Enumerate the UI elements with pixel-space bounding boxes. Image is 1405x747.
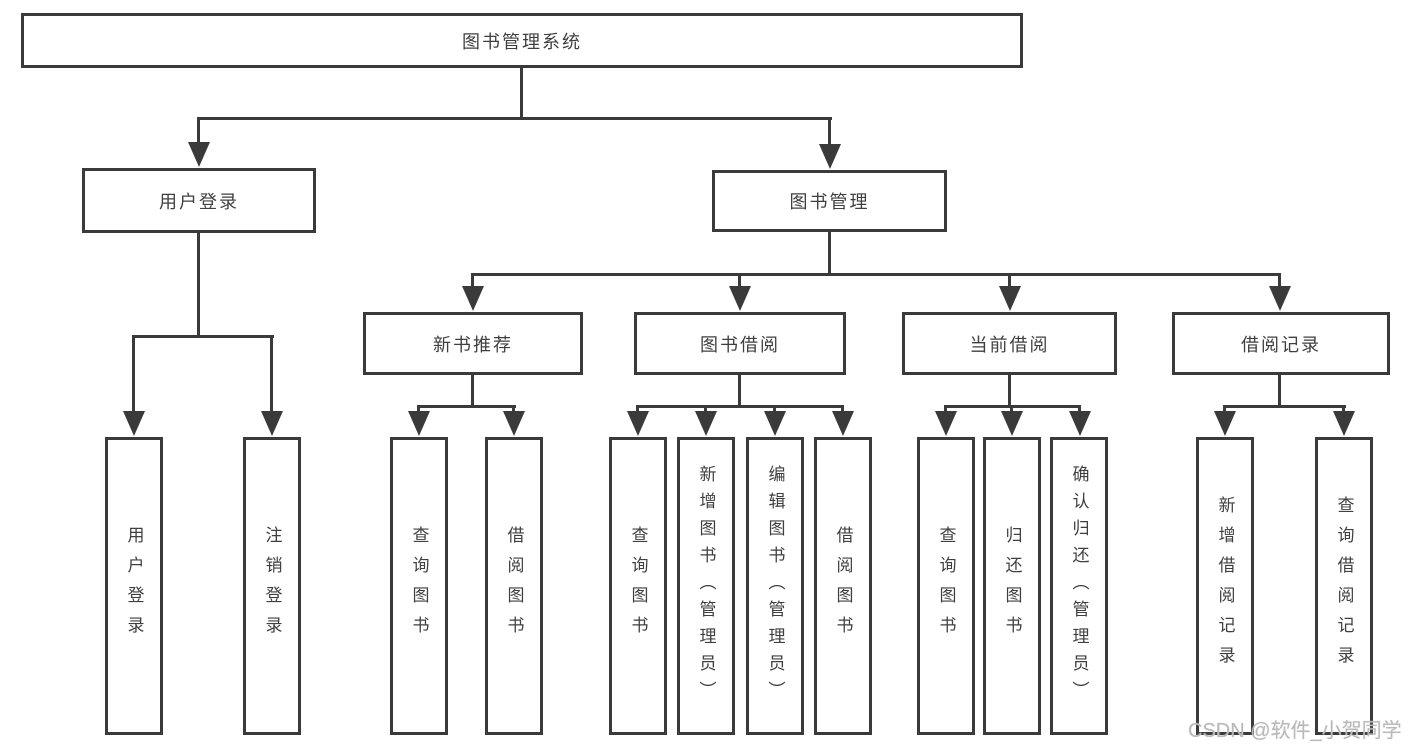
connector-line	[828, 117, 831, 147]
node-book-borrow: 图书借阅	[634, 312, 846, 375]
leaf-add-borrow-record: 新增借阅记录	[1196, 437, 1254, 735]
node-label: 图书管理	[789, 192, 870, 212]
node-user-login: 用户登录	[82, 168, 316, 233]
connector-line	[1278, 375, 1281, 408]
leaf-query-book-2: 查询图书	[609, 437, 667, 735]
node-new-book-recommend: 新书推荐	[363, 312, 583, 375]
arrowhead-icon	[764, 411, 786, 436]
node-label: 新增图书（管理员）	[696, 464, 716, 708]
connector-line	[636, 405, 844, 408]
node-label: 新增借阅记录	[1215, 496, 1235, 676]
node-label: 图书管理系统	[462, 31, 582, 52]
node-label: 用户登录	[159, 191, 239, 212]
connector-line	[417, 405, 516, 408]
node-label: 编辑图书（管理员）	[765, 464, 785, 708]
leaf-query-book-3: 查询图书	[917, 437, 975, 735]
connector-line	[471, 375, 474, 408]
connector-line	[132, 335, 135, 412]
csdn-watermark: CSDN @软件_小贺同学	[1188, 720, 1402, 742]
connector-line	[636, 405, 639, 414]
node-label: 新书推荐	[433, 334, 513, 355]
connector-line	[471, 273, 1281, 276]
arrowhead-icon	[1214, 411, 1236, 436]
arrowhead-icon	[832, 411, 854, 436]
node-label: 用户登录	[124, 526, 144, 646]
arrowhead-icon	[1001, 411, 1023, 436]
node-book-management: 图书管理	[712, 170, 947, 232]
connector-line	[1008, 273, 1011, 289]
arrowhead-icon	[261, 411, 283, 436]
node-current-borrow: 当前借阅	[902, 312, 1117, 375]
leaf-edit-book-admin: 编辑图书（管理员）	[746, 437, 804, 735]
leaf-return-book: 归还图书	[983, 437, 1041, 735]
connector-line	[512, 405, 515, 414]
connector-line	[1008, 375, 1011, 408]
connector-line	[738, 273, 741, 289]
node-label: 确认归还（管理员）	[1069, 464, 1089, 708]
connector-line	[198, 117, 832, 120]
leaf-borrow-book-2: 借阅图书	[814, 437, 872, 735]
leaf-logout: 注销登录	[243, 437, 301, 735]
arrowhead-icon	[627, 411, 649, 436]
connector-line	[197, 233, 200, 338]
node-label: 当前借阅	[969, 334, 1050, 355]
leaf-borrow-book-1: 借阅图书	[485, 437, 543, 735]
arrowhead-icon	[462, 286, 484, 311]
connector-line	[133, 335, 274, 338]
connector-line	[738, 375, 741, 408]
arrowhead-icon	[819, 144, 841, 169]
node-label: 借阅图书	[504, 526, 524, 646]
arrowhead-icon	[729, 286, 751, 311]
connector-line	[197, 117, 200, 145]
connector-line	[704, 405, 707, 414]
leaf-query-book-1: 查询图书	[390, 437, 448, 735]
arrowhead-icon	[1269, 286, 1291, 311]
leaf-confirm-return-admin: 确认归还（管理员）	[1050, 437, 1108, 735]
node-label: 注销登录	[262, 526, 282, 646]
connector-line	[471, 273, 474, 289]
connector-line	[1010, 405, 1013, 414]
arrowhead-icon	[1333, 411, 1355, 436]
node-label: 归还图书	[1002, 526, 1022, 646]
node-label: 查询图书	[628, 526, 648, 646]
connector-line	[1078, 405, 1081, 414]
node-borrow-record: 借阅记录	[1172, 312, 1390, 375]
connector-line	[1223, 405, 1346, 408]
connector-line	[1342, 405, 1345, 414]
arrowhead-icon	[188, 142, 210, 167]
arrowhead-icon	[408, 411, 430, 436]
arrowhead-icon	[935, 411, 957, 436]
connector-line	[1223, 405, 1226, 414]
node-label: 查询图书	[409, 526, 429, 646]
leaf-user-login: 用户登录	[105, 437, 163, 735]
connector-line	[773, 405, 776, 414]
leaf-query-borrow-record: 查询借阅记录	[1315, 437, 1373, 735]
connector-line	[520, 68, 523, 120]
arrowhead-icon	[503, 411, 525, 436]
node-label: 借阅图书	[833, 526, 853, 646]
node-label: 查询图书	[936, 526, 956, 646]
connector-line	[841, 405, 844, 414]
node-label: 图书借阅	[700, 334, 780, 355]
connector-line	[417, 405, 420, 414]
connector-line	[270, 335, 273, 412]
arrowhead-icon	[1069, 411, 1091, 436]
node-label: 借阅记录	[1241, 334, 1321, 355]
arrowhead-icon	[695, 411, 717, 436]
connector-line	[828, 232, 831, 276]
node-label: 查询借阅记录	[1334, 496, 1354, 676]
arrowhead-icon	[123, 411, 145, 436]
connector-line	[1278, 273, 1281, 289]
node-library-system: 图书管理系统	[21, 13, 1023, 68]
connector-line	[944, 405, 947, 414]
leaf-add-book-admin: 新增图书（管理员）	[677, 437, 735, 735]
arrowhead-icon	[999, 286, 1021, 311]
